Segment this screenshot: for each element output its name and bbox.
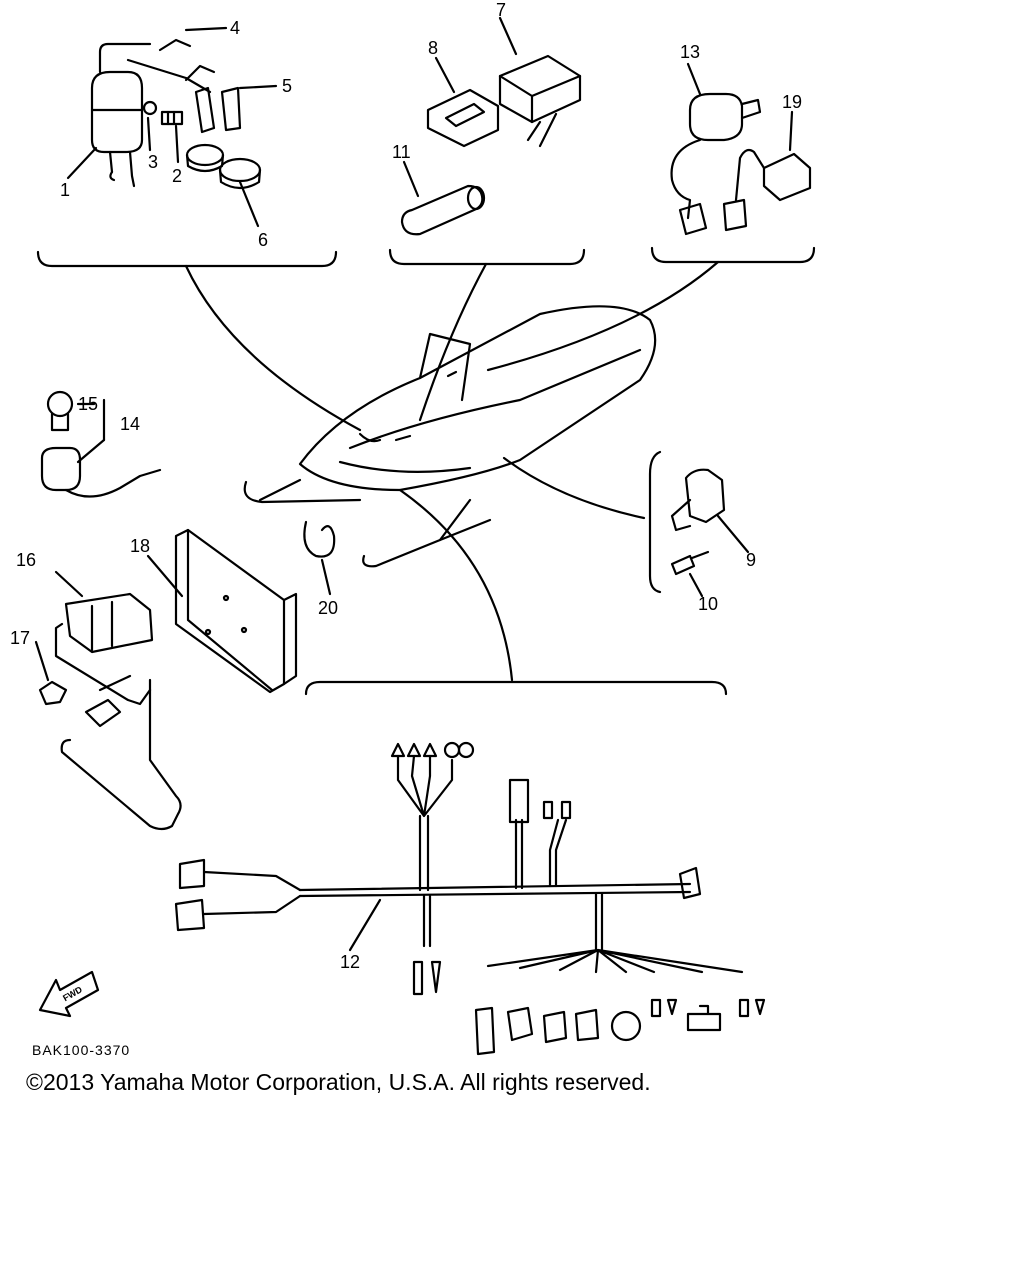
location-leader-lines bbox=[184, 260, 720, 682]
switch-group bbox=[650, 62, 816, 264]
callout-3: 3 bbox=[148, 152, 158, 172]
sensor-group bbox=[648, 450, 750, 598]
bulb-socket-group bbox=[40, 390, 162, 498]
callout-2: 2 bbox=[172, 166, 182, 186]
callout-16: 16 bbox=[16, 550, 36, 570]
callout-12: 12 bbox=[340, 952, 360, 972]
ignition-coil-group bbox=[36, 26, 338, 268]
callout-1: 1 bbox=[60, 180, 70, 200]
callout-11: 11 bbox=[392, 142, 411, 162]
drawing-code: BAK100-3370 bbox=[32, 1042, 131, 1058]
cable-clamp bbox=[303, 520, 336, 558]
copyright-notice: ©2013 Yamaha Motor Corporation, U.S.A. A… bbox=[26, 1069, 651, 1095]
callout-5: 5 bbox=[282, 76, 292, 96]
callout-4: 4 bbox=[230, 18, 240, 38]
cdi-unit-group bbox=[388, 16, 586, 266]
callout-10: 10 bbox=[698, 594, 718, 614]
callout-19: 19 bbox=[782, 92, 802, 112]
callout-18: 18 bbox=[130, 536, 150, 556]
callout-14: 14 bbox=[120, 414, 140, 434]
forward-direction-icon bbox=[38, 970, 100, 1018]
callout-17: 17 bbox=[10, 628, 30, 648]
callout-20: 20 bbox=[318, 598, 338, 618]
wire-harness bbox=[174, 680, 766, 1056]
callout-labels: 1 2 3 4 5 6 7 8 9 10 11 12 13 14 15 16 1… bbox=[10, 0, 802, 1003]
mounting-plate bbox=[146, 528, 298, 694]
callout-7: 7 bbox=[496, 0, 506, 20]
relay-assembly bbox=[34, 570, 182, 831]
callout-6: 6 bbox=[258, 230, 268, 250]
callout-15: 15 bbox=[78, 394, 98, 414]
callout-8: 8 bbox=[428, 38, 438, 58]
snowmobile-body bbox=[243, 305, 657, 568]
callout-9: 9 bbox=[746, 550, 756, 570]
callout-13: 13 bbox=[680, 42, 700, 62]
